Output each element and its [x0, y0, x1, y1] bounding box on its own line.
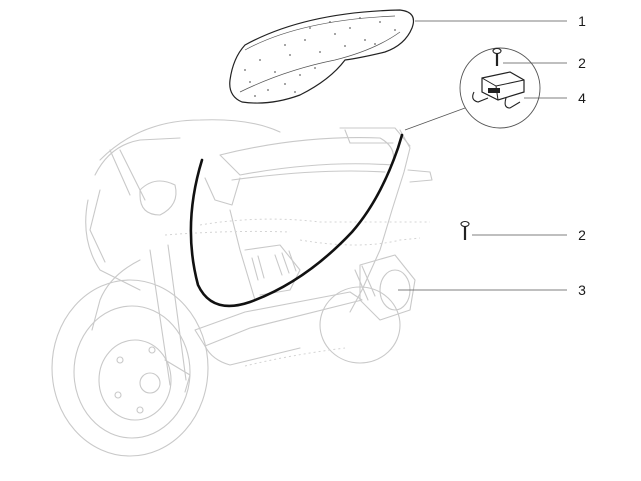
- callout-2-lower: 2: [578, 227, 586, 243]
- saddle-cable: [189, 133, 404, 308]
- detail-circle: [404, 47, 541, 131]
- callout-3: 3: [578, 282, 586, 298]
- seat: [229, 9, 415, 104]
- callout-1: 1: [578, 13, 586, 29]
- callout-4: 4: [578, 90, 586, 106]
- scooter-ghost: [51, 119, 433, 457]
- callout-2-upper: 2: [578, 55, 586, 71]
- screw-icon: [460, 220, 470, 240]
- lock-bracket-icon: [472, 71, 525, 109]
- screw-icon: [492, 47, 502, 66]
